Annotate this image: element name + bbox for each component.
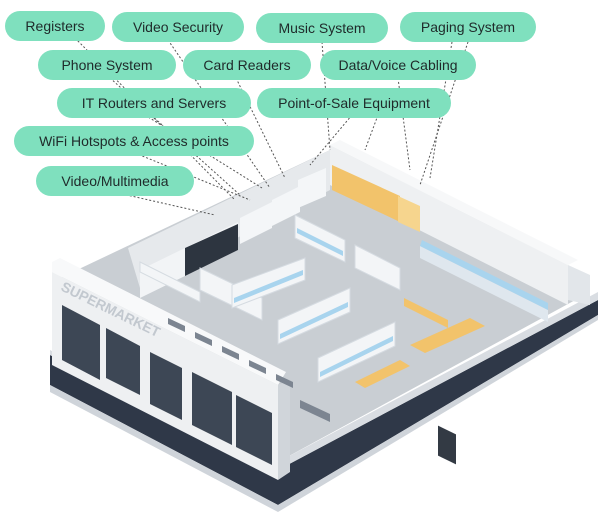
label-card-readers: Card Readers bbox=[183, 50, 311, 80]
deli-counter bbox=[420, 246, 548, 322]
label-music-system: Music System bbox=[256, 13, 388, 43]
right-wall bbox=[568, 265, 590, 305]
back-wall-right-top bbox=[330, 140, 578, 265]
label-wifi-hotspots: WiFi Hotspots & Access points bbox=[14, 126, 254, 156]
label-phone-system: Phone System bbox=[38, 50, 176, 80]
back-shelf-3 bbox=[298, 168, 326, 208]
produce-islands bbox=[355, 298, 485, 388]
front-window-3 bbox=[192, 372, 232, 445]
back-shelf-1 bbox=[240, 202, 272, 244]
label-registers: Registers bbox=[5, 11, 105, 41]
label-data-voice-cabling: Data/Voice Cabling bbox=[320, 50, 476, 80]
label-video-multimedia: Video/Multimedia bbox=[36, 166, 194, 196]
label-it-routers-servers: IT Routers and Servers bbox=[57, 88, 251, 118]
front-window-4 bbox=[236, 395, 272, 465]
back-shelf-2 bbox=[272, 186, 300, 226]
freezer-glass bbox=[185, 224, 238, 276]
back-door bbox=[438, 425, 456, 465]
produce-shelf-2 bbox=[398, 196, 420, 232]
label-paging-system: Paging System bbox=[400, 12, 536, 42]
produce-shelf bbox=[332, 165, 400, 222]
front-entrance bbox=[150, 352, 182, 420]
label-point-of-sale: Point-of-Sale Equipment bbox=[257, 88, 451, 118]
deli-glass bbox=[420, 240, 548, 310]
aisle-shelf-accents bbox=[234, 228, 393, 377]
front-window-1 bbox=[62, 305, 100, 380]
base-bottom-edge bbox=[50, 315, 598, 512]
base-band bbox=[50, 300, 598, 505]
front-window-2 bbox=[106, 328, 140, 395]
label-video-security: Video Security bbox=[112, 12, 244, 42]
checkout-lanes bbox=[168, 318, 330, 422]
front-wall-side bbox=[278, 380, 290, 480]
back-wall-right bbox=[330, 145, 568, 305]
